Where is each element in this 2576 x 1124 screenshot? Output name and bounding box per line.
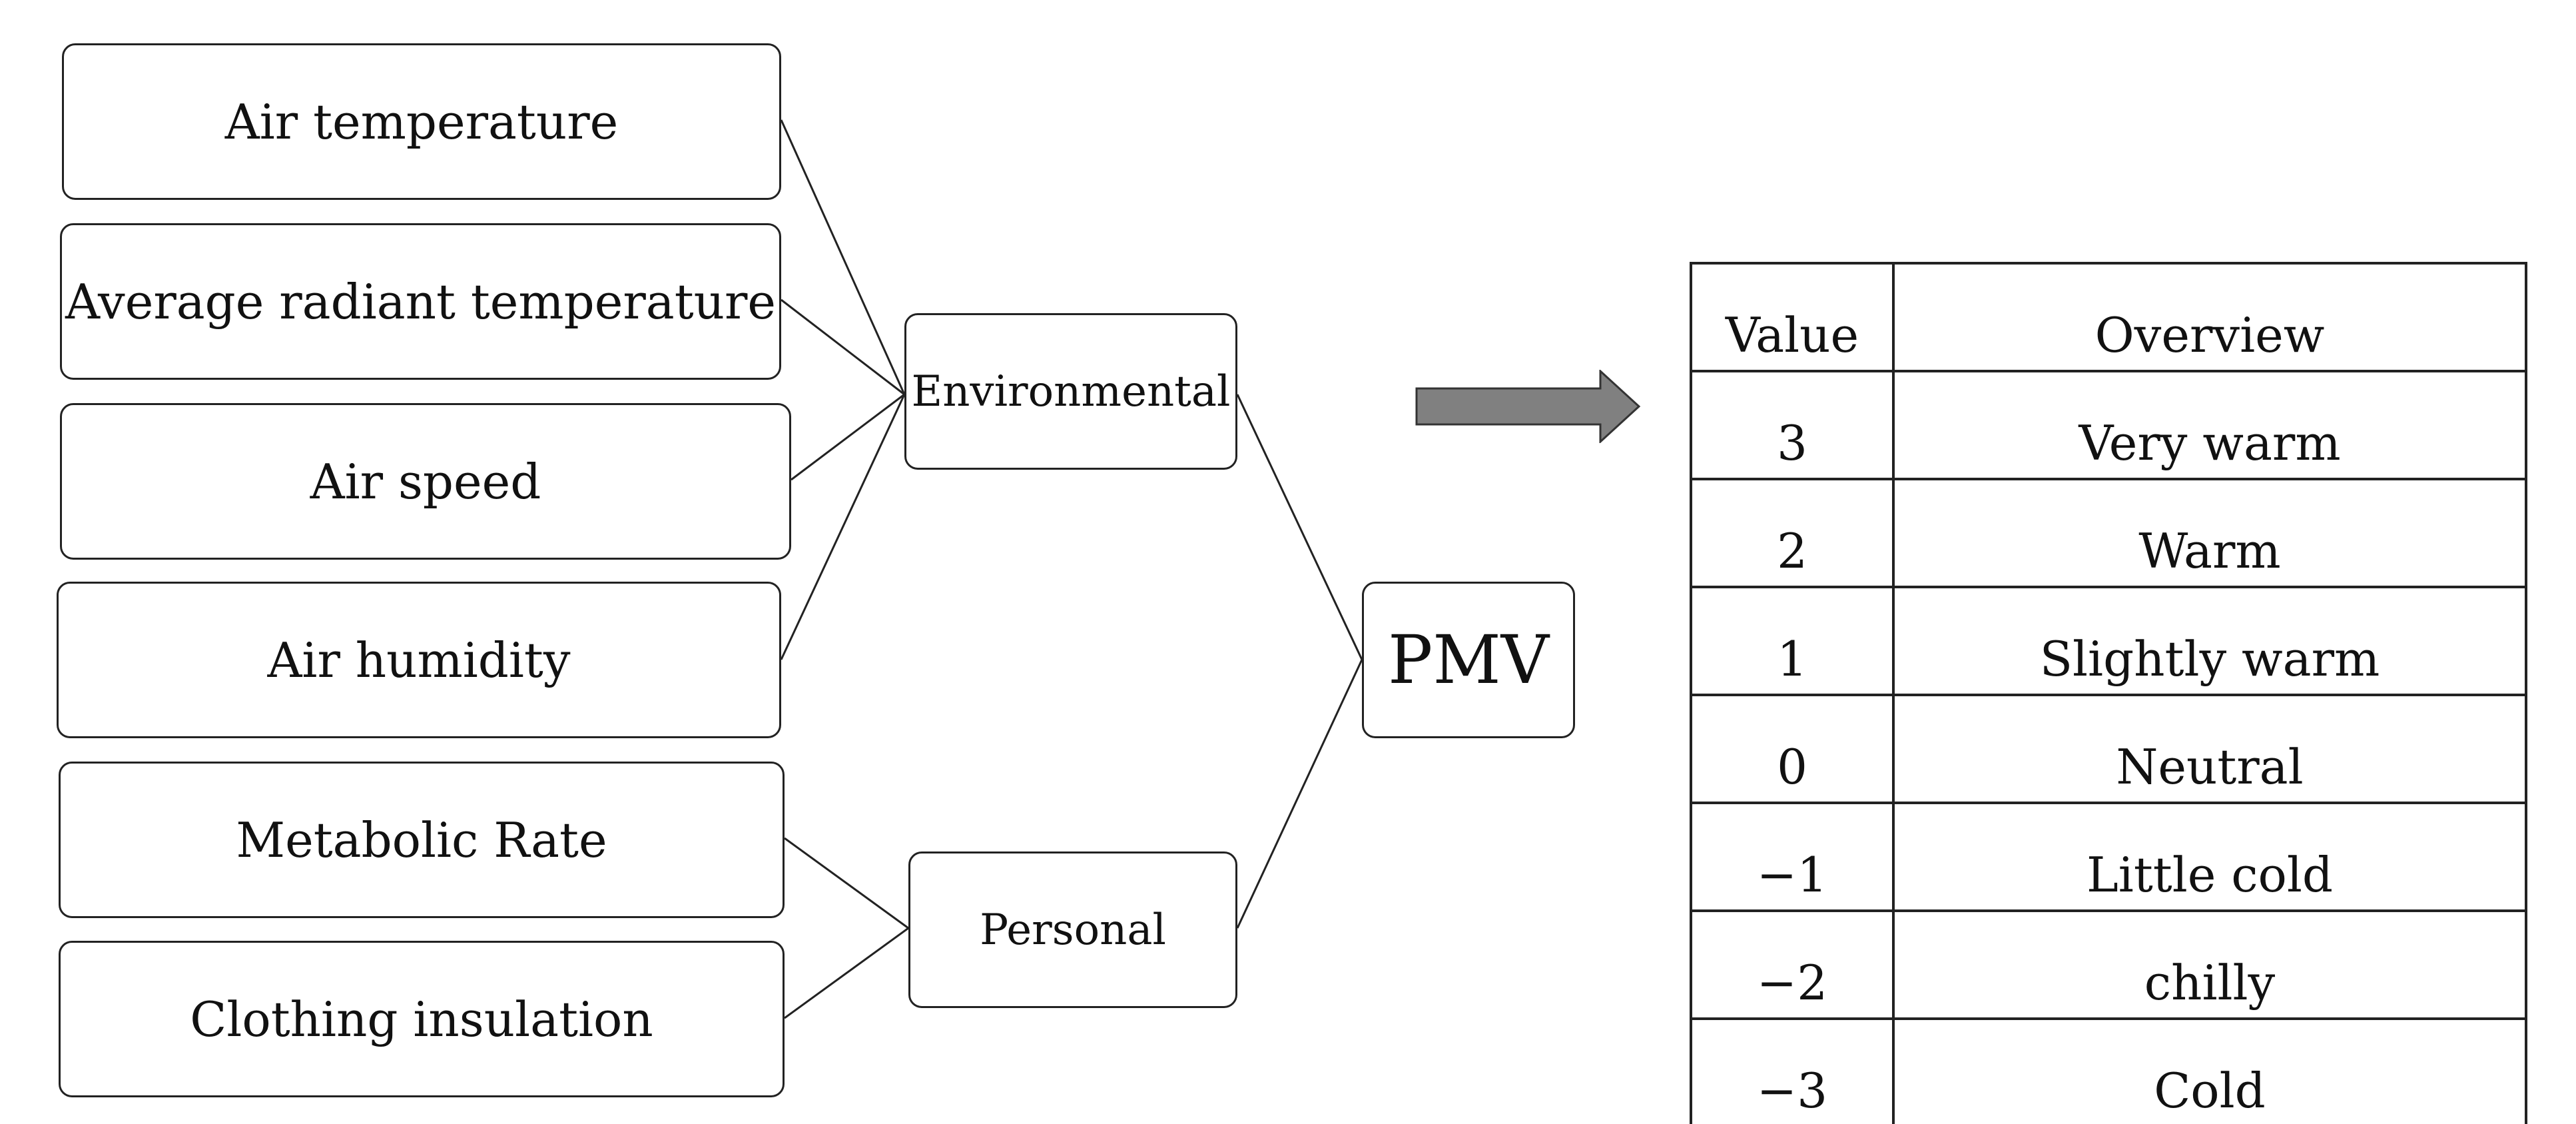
group-environmental: Environmental bbox=[904, 313, 1237, 470]
group-personal: Personal bbox=[908, 851, 1237, 1008]
row-value: −2 bbox=[1690, 909, 1895, 1020]
table-row: −1 Little cold bbox=[1690, 802, 2527, 912]
factor-average-radiant-temperature: Average radiant temperature bbox=[60, 223, 781, 380]
table-header-row: Value Overview bbox=[1690, 262, 2527, 372]
connector-air-humidity bbox=[780, 394, 906, 660]
row-overview: Neutral bbox=[1892, 694, 2527, 804]
factor-label: Air speed bbox=[310, 453, 541, 510]
connector-clothing-insulation bbox=[784, 927, 909, 1019]
table-row: −2 chilly bbox=[1690, 909, 2527, 1020]
row-overview: Slightly warm bbox=[1892, 586, 2527, 696]
table-row: 3 Very warm bbox=[1690, 370, 2527, 480]
connector-air-temperature bbox=[780, 119, 906, 395]
factor-air-temperature: Air temperature bbox=[62, 43, 781, 200]
factor-label: Clothing insulation bbox=[190, 991, 653, 1047]
table-row: 1 Slightly warm bbox=[1690, 586, 2527, 696]
factor-label: Average radiant temperature bbox=[65, 273, 777, 330]
factor-label: Metabolic Rate bbox=[236, 812, 607, 868]
right-arrow-icon bbox=[1415, 370, 1641, 443]
row-value: 1 bbox=[1690, 586, 1895, 696]
header-value: Value bbox=[1690, 262, 1895, 372]
group-label: Personal bbox=[980, 905, 1166, 955]
factor-air-speed: Air speed bbox=[60, 403, 791, 560]
table-row: 0 Neutral bbox=[1690, 694, 2527, 804]
pmv-box: PMV bbox=[1362, 582, 1575, 738]
connector-personal-pmv bbox=[1236, 659, 1363, 929]
row-overview: Warm bbox=[1892, 478, 2527, 588]
connector-environmental-pmv bbox=[1236, 394, 1363, 660]
row-overview: chilly bbox=[1892, 909, 2527, 1020]
group-label: Environmental bbox=[911, 366, 1231, 416]
connector-metabolic-rate bbox=[784, 837, 909, 929]
factor-label: Air humidity bbox=[267, 632, 571, 688]
table-row: 2 Warm bbox=[1690, 478, 2527, 588]
pmv-scale-table: Value Overview 3 Very warm 2 Warm 1 Slig… bbox=[1690, 262, 2527, 1124]
row-overview: Cold bbox=[1892, 1017, 2527, 1124]
table-row: −3 Cold bbox=[1690, 1017, 2527, 1124]
row-value: −1 bbox=[1690, 802, 1895, 912]
row-value: 0 bbox=[1690, 694, 1895, 804]
connector-air-speed bbox=[791, 393, 905, 481]
factor-metabolic-rate: Metabolic Rate bbox=[59, 762, 785, 918]
factor-air-humidity: Air humidity bbox=[57, 582, 781, 738]
factor-clothing-insulation: Clothing insulation bbox=[59, 941, 785, 1097]
connector-average-radiant-temperature bbox=[781, 298, 905, 396]
pmv-label: PMV bbox=[1388, 621, 1549, 699]
row-value: 2 bbox=[1690, 478, 1895, 588]
factor-label: Air temperature bbox=[224, 93, 619, 150]
header-overview: Overview bbox=[1892, 262, 2527, 372]
row-overview: Very warm bbox=[1892, 370, 2527, 480]
row-value: 3 bbox=[1690, 370, 1895, 480]
row-value: −3 bbox=[1690, 1017, 1895, 1124]
row-overview: Little cold bbox=[1892, 802, 2527, 912]
